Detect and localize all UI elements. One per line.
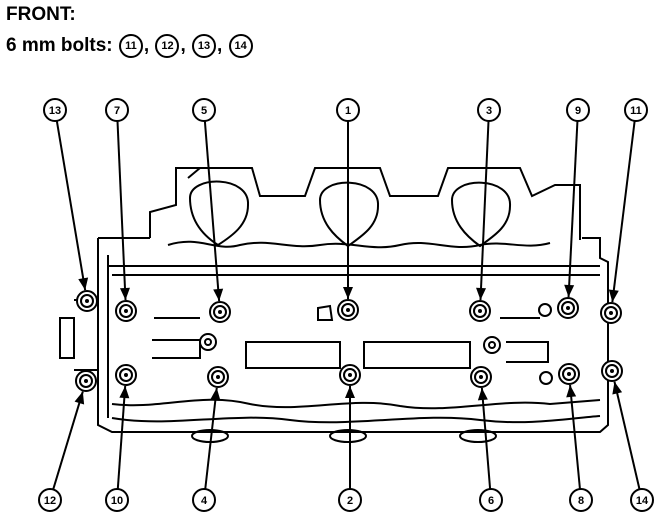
callout-label-2: 2 <box>347 495 353 507</box>
callout-10: 10 <box>105 488 129 512</box>
callout-9: 9 <box>566 98 590 122</box>
callout-label-6: 6 <box>488 495 494 507</box>
callout-label-9: 9 <box>575 105 581 117</box>
subheading-number-11: 11 <box>118 34 143 58</box>
callout-arrow-3 <box>476 120 490 301</box>
bolt-7 <box>115 300 137 322</box>
callout-arrow-4 <box>204 387 221 490</box>
bolt-12 <box>75 370 97 392</box>
callout-12: 12 <box>38 488 62 512</box>
bolt-11 <box>600 302 622 324</box>
callout-4: 4 <box>192 488 216 512</box>
callout-arrow-6 <box>477 387 492 490</box>
bolt-1 <box>337 299 359 321</box>
callout-arrow-2 <box>345 386 355 489</box>
bolt-14 <box>601 360 623 382</box>
subheading-separator: , <box>143 35 155 57</box>
callout-label-3: 3 <box>486 105 492 117</box>
subheading-numbers: 11, 12, 13, 14 <box>118 34 254 58</box>
subheading-separator: , <box>180 35 192 57</box>
bolt-4 <box>207 366 229 388</box>
callout-label-12: 12 <box>44 495 56 507</box>
callout-label-13: 13 <box>49 105 61 117</box>
bolt-13 <box>76 290 98 312</box>
callout-arrow-13 <box>55 120 89 291</box>
callout-6: 6 <box>479 488 503 512</box>
callout-arrow-8 <box>566 384 581 490</box>
callout-3: 3 <box>477 98 501 122</box>
callout-label-10: 10 <box>111 495 123 507</box>
callout-13: 13 <box>43 98 67 122</box>
subheading-number-12: 12 <box>155 34 180 58</box>
callout-arrow-5 <box>203 120 224 302</box>
callout-label-8: 8 <box>578 495 584 507</box>
cylinder-head-outline <box>59 167 609 443</box>
callout-7: 7 <box>105 98 129 122</box>
bolt-3 <box>469 300 491 322</box>
callout-label-4: 4 <box>201 495 208 507</box>
callout-arrow-7 <box>116 120 130 301</box>
callout-11: 11 <box>624 98 648 122</box>
callout-label-5: 5 <box>201 105 207 117</box>
callout-8: 8 <box>569 488 593 512</box>
callout-5: 5 <box>192 98 216 122</box>
callout-arrow-11 <box>608 120 636 303</box>
callout-label-1: 1 <box>345 105 351 117</box>
bolt-8 <box>558 363 580 385</box>
subheading: 6 mm bolts: 11, 12, 13, 14 <box>6 34 254 58</box>
subheading-number-13: 13 <box>192 34 217 58</box>
callout-arrow-9 <box>564 120 579 298</box>
bolt-10 <box>115 364 137 386</box>
bolt-2 <box>339 364 361 386</box>
callout-label-14: 14 <box>636 495 649 507</box>
subheading-text: 6 mm bolts: <box>6 35 118 57</box>
subheading-separator: , <box>217 35 228 57</box>
callout-label-11: 11 <box>630 105 642 117</box>
bolts-group <box>75 290 623 392</box>
subheading-number-14: 14 <box>228 34 253 58</box>
callout-1: 1 <box>336 98 360 122</box>
callout-arrow-12 <box>52 391 85 490</box>
heading: FRONT: <box>6 4 76 25</box>
callout-2: 2 <box>338 488 362 512</box>
bolt-5 <box>209 301 231 323</box>
callout-arrow-14 <box>612 381 641 490</box>
bolt-6 <box>470 366 492 388</box>
bolt-9 <box>557 297 579 319</box>
callout-arrow-10 <box>116 385 130 490</box>
callout-14: 14 <box>630 488 654 512</box>
callout-label-7: 7 <box>114 105 120 117</box>
callout-arrow-1 <box>343 121 353 299</box>
